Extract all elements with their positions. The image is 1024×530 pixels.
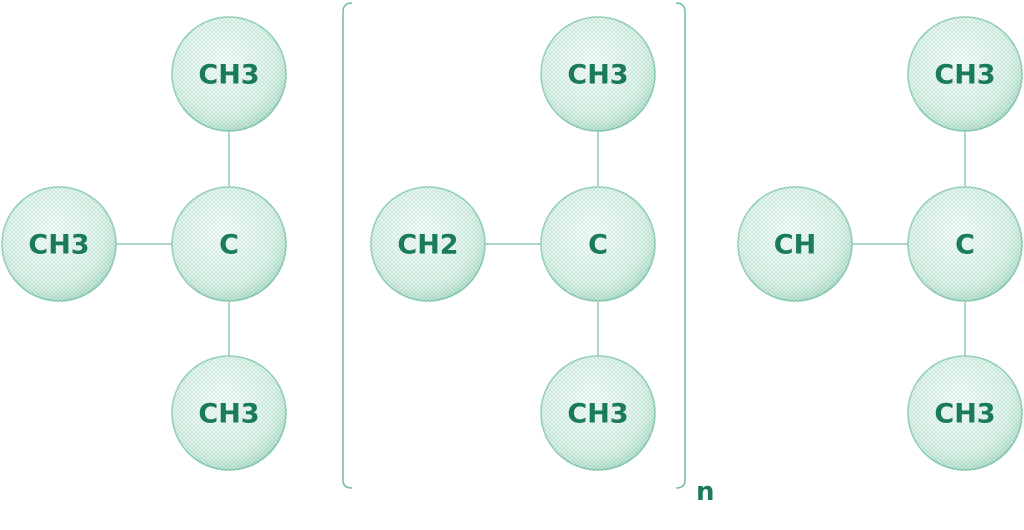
atom-label: C — [219, 230, 239, 261]
atom-sphere-ch3-left: CH3 — [1, 186, 117, 302]
atom-label: CH3 — [567, 60, 628, 91]
right-bracket — [675, 2, 686, 489]
atom-sphere-ch3-top: CH3 — [907, 16, 1023, 132]
atom-sphere-c-center: C — [171, 186, 287, 302]
atom-sphere-ch3-bottom: CH3 — [171, 355, 287, 471]
atom-label: CH3 — [198, 60, 259, 91]
left-bracket — [342, 2, 353, 489]
group-2-repeat-unit: CH3 CH2 C CH3 — [370, 16, 656, 471]
atom-label: CH3 — [198, 399, 259, 430]
atom-label: CH3 — [567, 399, 628, 430]
atom-label: C — [955, 230, 975, 261]
atom-label: CH3 — [28, 230, 89, 261]
atom-label: CH — [774, 230, 816, 261]
atom-label: C — [588, 230, 608, 261]
atom-sphere-ch3-top: CH3 — [171, 16, 287, 132]
atom-sphere-ch-left: CH — [737, 186, 853, 302]
group-3-terminal: CH3 CH C CH3 — [737, 16, 1023, 471]
repeat-subscript-n: n — [696, 477, 715, 507]
group-1-tert-butyl: CH3 CH3 C CH3 — [1, 16, 287, 471]
atom-sphere-ch3-bottom: CH3 — [907, 355, 1023, 471]
atom-sphere-ch3-top: CH3 — [540, 16, 656, 132]
atom-label: CH2 — [397, 230, 458, 261]
atom-sphere-c-center: C — [907, 186, 1023, 302]
atom-sphere-c-center: C — [540, 186, 656, 302]
atom-label: CH3 — [934, 399, 995, 430]
atom-label: CH3 — [934, 60, 995, 91]
atom-sphere-ch3-bottom: CH3 — [540, 355, 656, 471]
atom-sphere-ch2-left: CH2 — [370, 186, 486, 302]
